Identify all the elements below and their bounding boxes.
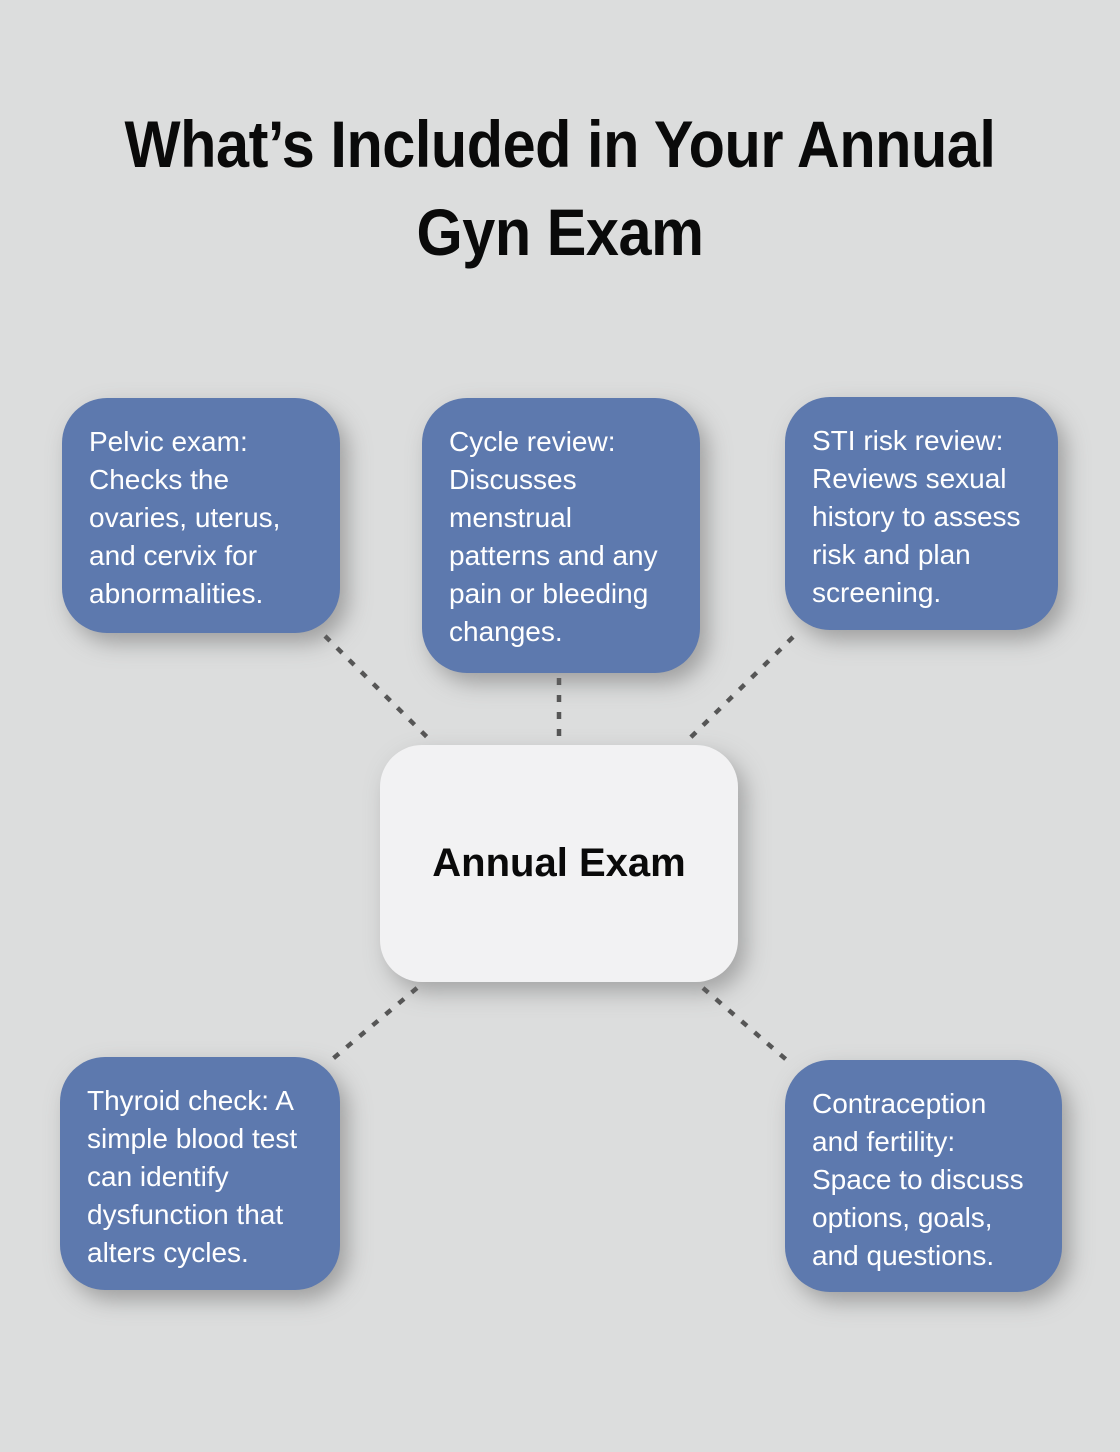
node-thyroid-check-text: Thyroid check: A simple blood test can i… bbox=[87, 1085, 298, 1268]
connector-line-sti-risk-review bbox=[686, 635, 795, 742]
node-pelvic-exam: Pelvic exam: Checks the ovaries, uterus,… bbox=[62, 398, 340, 633]
node-pelvic-exam-text: Pelvic exam: Checks the ovaries, uterus,… bbox=[89, 426, 281, 609]
node-sti-risk-review: STI risk review: Reviews sexual history … bbox=[785, 397, 1058, 630]
page-title-line-2: Gyn Exam bbox=[416, 195, 704, 269]
connector-line-thyroid-check bbox=[327, 986, 419, 1064]
node-contraception-fertility: Contraception and fertility: Space to di… bbox=[785, 1060, 1062, 1292]
node-cycle-review-text: Cycle review: Discusses menstrual patter… bbox=[449, 426, 658, 647]
connector-line-pelvic-exam bbox=[323, 634, 432, 742]
connector-line-contraception-fertility bbox=[701, 986, 791, 1064]
center-node-label: Annual Exam bbox=[432, 841, 686, 885]
center-node-annual-exam: Annual Exam bbox=[380, 745, 738, 982]
node-contraception-fertility-text: Contraception and fertility: Space to di… bbox=[812, 1088, 1024, 1271]
page-title-line-1: What’s Included in Your Annual bbox=[124, 107, 996, 181]
node-sti-risk-review-text: STI risk review: Reviews sexual history … bbox=[812, 425, 1021, 608]
node-thyroid-check: Thyroid check: A simple blood test can i… bbox=[60, 1057, 340, 1290]
page-title: What’s Included in Your Annual Gyn Exam bbox=[56, 100, 1064, 276]
node-cycle-review: Cycle review: Discusses menstrual patter… bbox=[422, 398, 700, 673]
